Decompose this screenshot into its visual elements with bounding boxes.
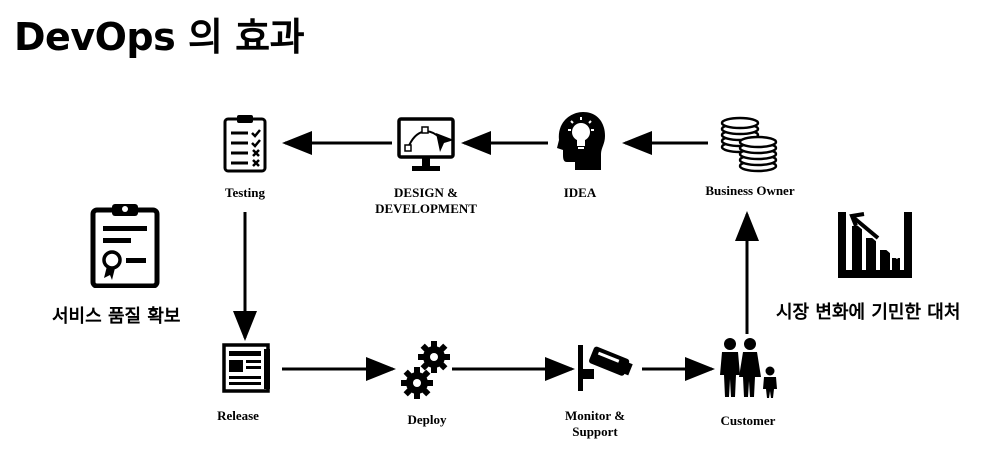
security-camera-icon bbox=[576, 343, 636, 395]
certificate-clipboard-icon bbox=[90, 202, 160, 288]
design-label-line2: DEVELOPMENT bbox=[375, 201, 477, 216]
coins-icon bbox=[718, 114, 780, 176]
monitor-support-label: Monitor & Support bbox=[550, 408, 640, 440]
checklist-icon bbox=[222, 113, 268, 173]
market-agility-label: 시장 변화에 기민한 대처 bbox=[776, 302, 961, 323]
design-label: DESIGN & DEVELOPMENT bbox=[370, 185, 482, 217]
monitor-label-line2: Support bbox=[572, 424, 618, 439]
gears-icon bbox=[400, 339, 452, 401]
design-monitor-icon bbox=[396, 116, 460, 174]
page-title: DevOps 의 효과 bbox=[14, 15, 305, 59]
newspaper-icon bbox=[222, 343, 272, 393]
testing-label: Testing bbox=[225, 185, 265, 200]
deploy-label: Deploy bbox=[407, 412, 447, 427]
family-icon bbox=[716, 337, 780, 399]
business-owner-label: Business Owner bbox=[705, 183, 795, 198]
service-quality-label: 서비스 품질 확보 bbox=[52, 306, 181, 327]
release-label: Release bbox=[217, 408, 259, 423]
idea-label: IDEA bbox=[563, 185, 597, 200]
design-label-line1: DESIGN & bbox=[394, 185, 458, 200]
idea-head-icon bbox=[553, 110, 607, 172]
customer-label: Customer bbox=[720, 413, 776, 428]
monitor-label-line1: Monitor & bbox=[564, 408, 626, 423]
market-chart-icon bbox=[838, 212, 912, 278]
